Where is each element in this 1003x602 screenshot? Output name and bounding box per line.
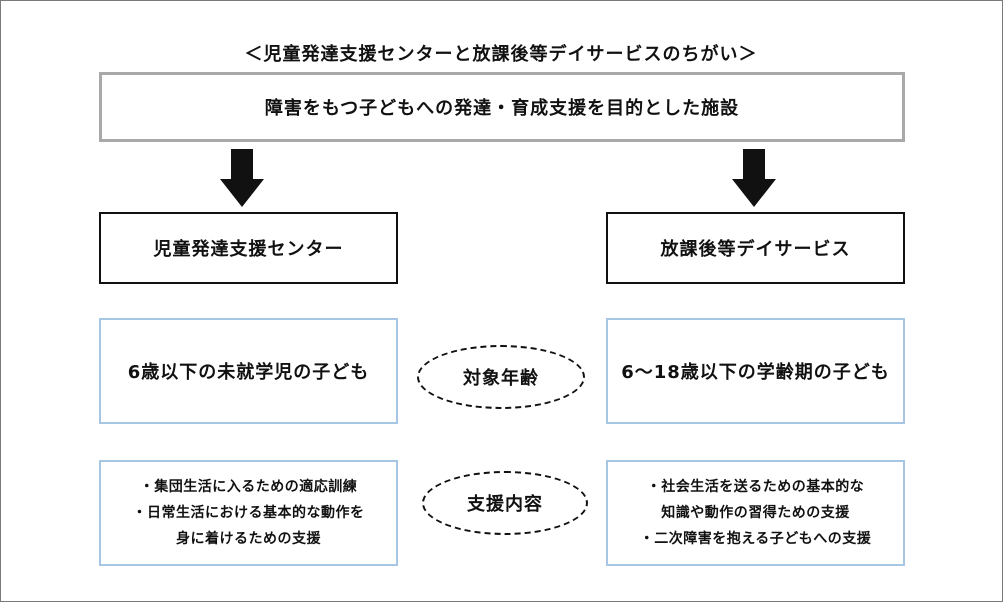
- arrow-down-icon: [732, 149, 776, 207]
- target-age-houkago: 6～18歳以下の学齢期の子ども: [606, 318, 905, 424]
- facility-name-houkago: 放課後等デイサービス: [606, 212, 905, 284]
- support-line: ・集団生活に入るための適応訓練: [139, 479, 358, 495]
- support-line: ・日常生活における基本的な動作を: [132, 505, 365, 521]
- support-line: 知識や動作の習得ための支援: [661, 505, 850, 521]
- support-line: 身に着けるための支援: [176, 531, 321, 547]
- diagram-title: ＜児童発達支援センターと放課後等デイサービスのちがい＞: [244, 44, 758, 65]
- support-line: ・二次障害を抱える子どもへの支援: [639, 531, 872, 547]
- target-age-jido: 6歳以下の未就学児の子ども: [99, 318, 398, 424]
- support-content-label: 支援内容: [422, 471, 588, 535]
- support-content-houkago: ・社会生活を送るための基本的な 知識や動作の習得ための支援 ・二次障害を抱える子…: [606, 460, 905, 566]
- support-line: ・社会生活を送るための基本的な: [646, 479, 865, 495]
- arrow-down-icon: [220, 149, 264, 207]
- target-age-label: 対象年齢: [417, 345, 585, 409]
- facility-name-jido: 児童発達支援センター: [99, 212, 398, 284]
- facility-purpose-box: 障害をもつ子どもへの発達・育成支援を目的とした施設: [99, 72, 905, 142]
- support-content-jido: ・集団生活に入るための適応訓練 ・日常生活における基本的な動作を 身に着けるため…: [99, 460, 398, 566]
